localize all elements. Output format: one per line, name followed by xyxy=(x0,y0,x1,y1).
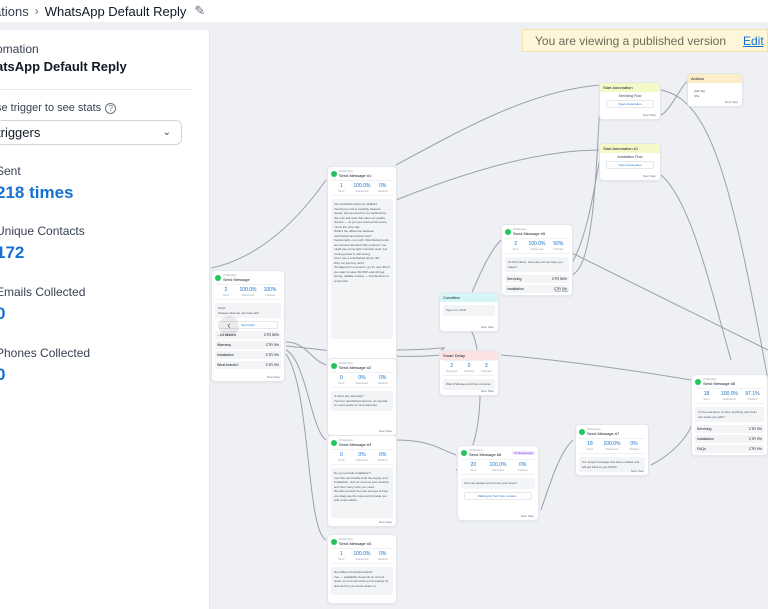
whatsapp-icon xyxy=(215,274,221,281)
wire xyxy=(565,249,768,351)
whatsapp-icon xyxy=(695,378,701,385)
wire xyxy=(395,439,457,456)
breadcrumb: ations › WhatsApp Default Reply ✎ xyxy=(0,0,768,22)
wire xyxy=(211,179,327,269)
wire xyxy=(285,349,327,441)
stat-sent: Sent 218 times xyxy=(0,164,74,203)
breadcrumb-parent-link[interactable]: ations xyxy=(0,3,29,19)
breadcrumb-current: WhatsApp Default Reply xyxy=(44,3,187,19)
wire xyxy=(540,439,574,511)
chevron-down-icon: ⌄ xyxy=(162,127,171,138)
trigger-hint-text: se trigger to see stats xyxy=(0,102,102,114)
stat-label: Unique Contacts xyxy=(0,224,85,238)
wire xyxy=(650,409,695,466)
chevron-left-icon[interactable]: ‹ xyxy=(219,316,239,336)
whatsapp-icon xyxy=(331,538,337,545)
stat-value: 172 xyxy=(0,243,25,262)
whatsapp-icon xyxy=(331,439,337,446)
node-actions[interactable]: Actions Add Tag SSL Next Step xyxy=(687,73,743,107)
banner-text: You are viewing a published version xyxy=(535,33,727,48)
stat-unique-contacts: Unique Contacts 172 xyxy=(0,224,85,263)
wire xyxy=(500,354,692,381)
question-circle-icon[interactable]: ? xyxy=(105,102,117,114)
stat-value: 0 xyxy=(0,304,6,323)
wire xyxy=(570,154,602,266)
whatsapp-icon xyxy=(461,449,467,456)
stat-label: Sent xyxy=(0,164,21,178)
wire xyxy=(660,79,690,116)
stat-value: 218 times xyxy=(0,183,74,202)
stat-label: Phones Collected xyxy=(0,346,91,360)
node-start-automation[interactable]: Start Automation Servicing Flow Open Aut… xyxy=(599,82,661,120)
wire xyxy=(395,84,602,166)
whatsapp-icon xyxy=(331,362,337,369)
stat-emails-collected: Emails Collected 0 xyxy=(0,285,85,324)
wire xyxy=(468,239,502,301)
wire xyxy=(285,341,327,366)
stats-sidepanel: omation atsApp Default Reply se trigger … xyxy=(0,30,210,609)
stat-label: Emails Collected xyxy=(0,285,86,299)
wire xyxy=(660,174,732,361)
trigger-select[interactable]: triggers ⌄ xyxy=(0,120,182,145)
whatsapp-icon xyxy=(331,170,337,177)
stat-value: 0 xyxy=(0,365,6,384)
chevron-right-icon: › xyxy=(34,4,39,18)
node-condition[interactable]: Condition Tag: is in: SGG Next Step xyxy=(439,292,499,332)
ai-responses-badge: Ai Responses xyxy=(512,450,535,455)
pencil-icon[interactable]: ✎ xyxy=(194,3,206,18)
trigger-select-value: triggers xyxy=(0,125,41,140)
whatsapp-icon xyxy=(505,228,511,235)
divider xyxy=(0,89,192,90)
published-version-banner: You are viewing a published version Edit xyxy=(522,29,768,52)
wire xyxy=(570,89,602,276)
automation-title: atsApp Default Reply xyxy=(0,59,127,74)
wire xyxy=(395,149,602,201)
node-start-automation-1[interactable]: Start Automation #1 Installation Flow Op… xyxy=(599,143,661,181)
wire xyxy=(285,353,327,541)
trigger-hint: se trigger to see stats ? xyxy=(0,102,117,114)
panel-label: omation xyxy=(0,42,39,56)
stat-phones-collected: Phones Collected 0 xyxy=(0,346,90,385)
edit-link[interactable]: Edit xyxy=(743,33,764,48)
wire xyxy=(660,89,768,381)
whatsapp-icon xyxy=(579,428,585,435)
wire xyxy=(395,347,446,351)
